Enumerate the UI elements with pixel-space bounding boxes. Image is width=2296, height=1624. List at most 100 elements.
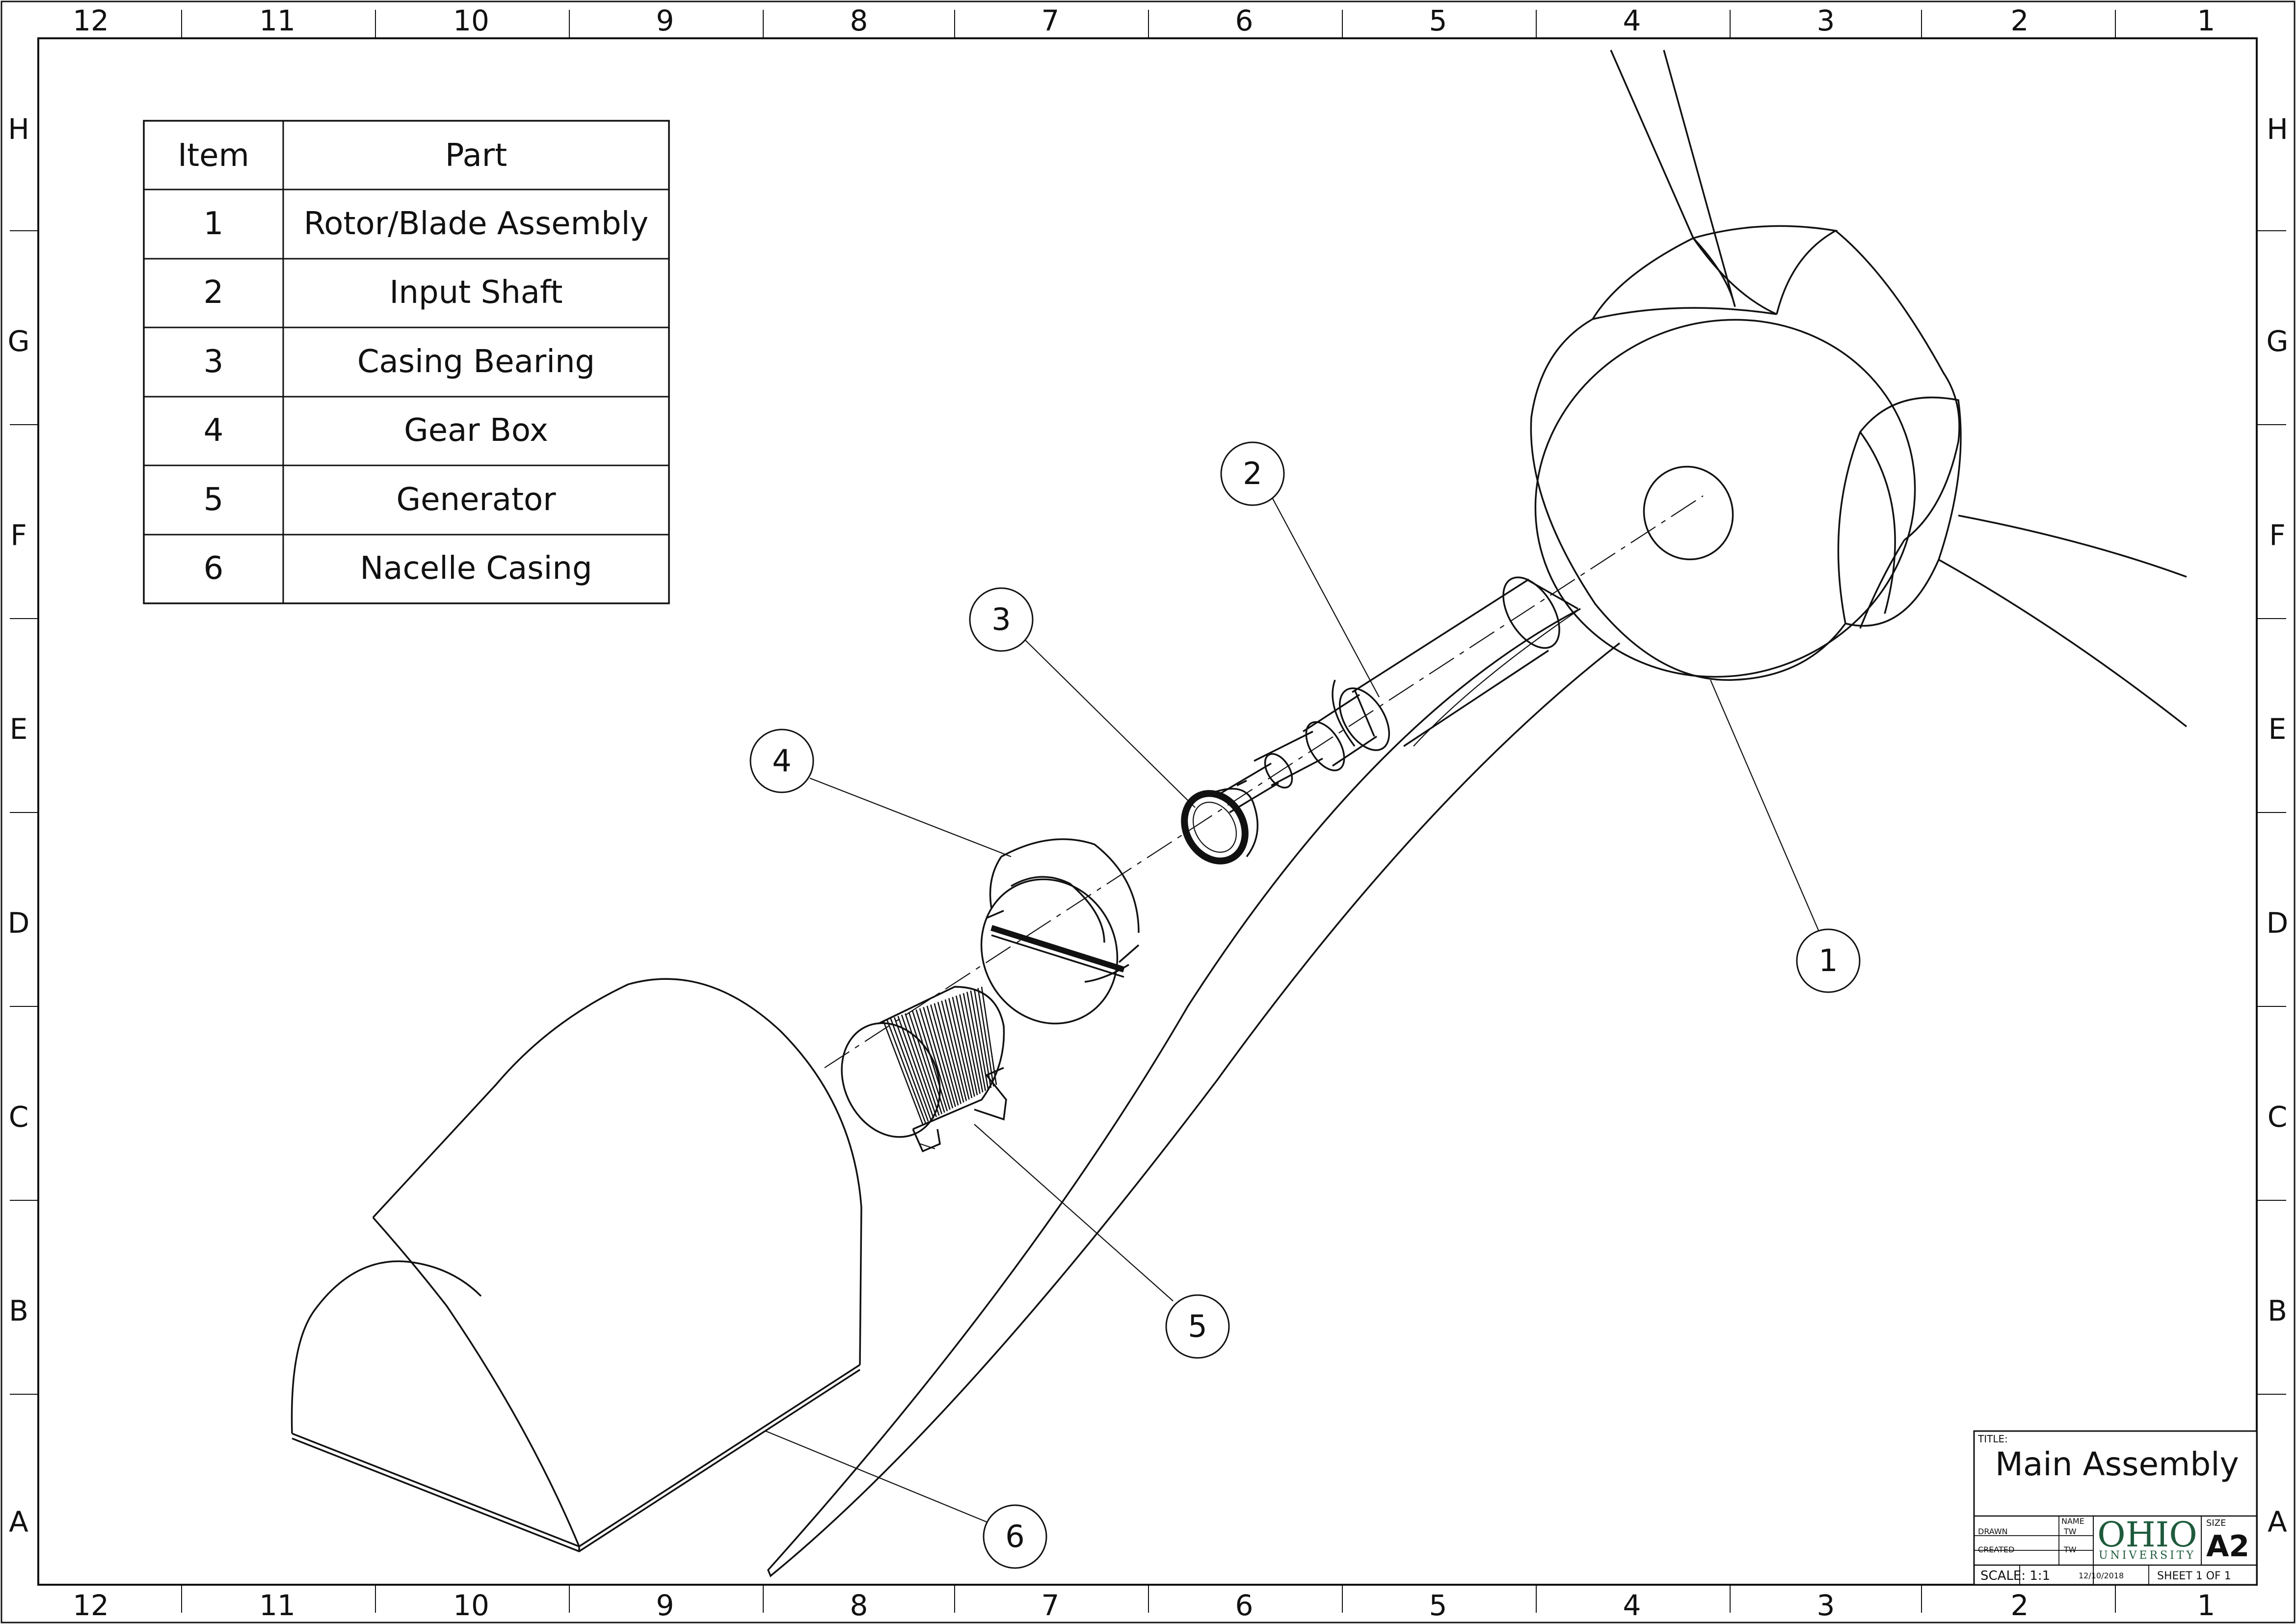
bom-table: Item Part 1 Rotor/Blade Assembly 2 Input… (143, 120, 670, 604)
balloon-2-label: 2 (1243, 456, 1262, 491)
zone-row-label-left: E (10, 712, 28, 746)
rotor-blade-assembly-part (767, 50, 2188, 1577)
drawing-border (37, 37, 2258, 1586)
zone-row-label-right: E (2269, 712, 2287, 746)
name-column-label: NAME (2061, 1516, 2084, 1526)
bom-table-frame (143, 120, 670, 604)
balloon-3-label: 3 (991, 601, 1011, 637)
bom-cell-item: 3 (204, 344, 224, 380)
bom-cell-item: 2 (204, 274, 224, 311)
generator-fin (941, 1001, 967, 1101)
zone-col-label-bottom: 2 (2011, 1589, 2029, 1622)
balloon-2 (1220, 441, 1285, 506)
bom-header-part: Part (445, 137, 507, 174)
zone-col-label-top: 9 (656, 4, 674, 37)
zone-row-label-right: C (2268, 1100, 2288, 1134)
bom-cell-item: 1 (204, 206, 224, 242)
generator-fin (890, 1018, 929, 1122)
sheet-number: SHEET 1 OF 1 (2157, 1570, 2231, 1582)
balloon-5 (1165, 1294, 1230, 1359)
generator-fin (948, 998, 973, 1098)
bom-cell-part: Generator (397, 482, 557, 518)
zone-col-label-top: 2 (2011, 4, 2029, 37)
zone-row-label-right: F (2269, 518, 2285, 552)
drawn-by: TW (2063, 1527, 2077, 1536)
zone-row-label-right: D (2267, 906, 2289, 940)
zone-col-label-top: 4 (1623, 4, 1641, 37)
generator-fin (973, 989, 992, 1088)
sheet-size: A2 (2206, 1529, 2249, 1564)
generator-fin (962, 993, 984, 1093)
callout-balloons: 1 2 3 4 5 6 (749, 441, 1861, 1569)
balloon-1 (1796, 928, 1861, 993)
balloon-6-label: 6 (1005, 1518, 1024, 1554)
zone-row-label-right: H (2267, 112, 2288, 146)
generator-fin (915, 1009, 948, 1111)
balloon-6 (983, 1504, 1047, 1569)
created-label: CREATED (1978, 1545, 2014, 1554)
bom-cell-part: Casing Bearing (357, 344, 595, 380)
zone-col-label-top: 5 (1429, 4, 1447, 37)
scale-text: SCALE: 1:1 (1980, 1569, 2050, 1583)
generator-fin (937, 1001, 964, 1103)
balloon-5-label: 5 (1188, 1308, 1207, 1344)
zone-row-label-left: D (8, 906, 30, 940)
zone-col-label-top: 6 (1235, 4, 1254, 37)
nacelle-casing-part (291, 978, 862, 1552)
generator-fin (886, 1019, 926, 1123)
zone-col-label-bottom: 10 (453, 1589, 489, 1622)
zone-row-label-left: G (8, 325, 30, 358)
bom-cell-item: 6 (204, 550, 224, 587)
zone-row-label-right: G (2267, 325, 2289, 358)
generator-fin (955, 995, 978, 1096)
bom-cell-part: Input Shaft (390, 274, 563, 311)
generator-fin (897, 1016, 934, 1119)
generator-fin (905, 1013, 940, 1116)
zone-col-label-bottom: 8 (850, 1589, 868, 1622)
zone-col-label-bottom: 9 (656, 1589, 674, 1622)
generator-fin (882, 1021, 924, 1125)
bom-header-item: Item (178, 137, 249, 174)
generator-cooling-fins (882, 986, 997, 1125)
generator-fin (977, 988, 994, 1087)
generator-fin (901, 1014, 937, 1117)
zone-row-label-left: C (9, 1100, 29, 1134)
zone-ticks (10, 10, 2286, 1613)
input-shaft-part (1217, 576, 1578, 813)
zone-col-label-top: 12 (73, 4, 109, 37)
column-zone-labels: 12 11 10 9 8 7 6 5 4 3 2 1 12 11 10 9 8 … (73, 4, 2215, 1622)
balloon-4 (749, 729, 814, 793)
zone-row-label-left: H (8, 112, 29, 146)
date-text: 12/10/2018 (2079, 1571, 2124, 1580)
balloon-3 (969, 587, 1034, 652)
zone-col-label-top: 3 (1817, 4, 1835, 37)
generator-fin (930, 1004, 959, 1106)
generator-fin (966, 992, 987, 1091)
bom-cell-part: Rotor/Blade Assembly (304, 206, 649, 242)
row-zone-labels: H G F E D C B A H G F E D C B A (8, 112, 2289, 1539)
casing-bearing-part (1181, 780, 1259, 865)
zone-col-label-bottom: 4 (1623, 1589, 1641, 1622)
generator-fin (981, 986, 997, 1085)
generator-fin (952, 997, 975, 1097)
ohio-logo-sub: UNIVERSITY (2099, 1549, 2196, 1562)
generator-part (841, 986, 1007, 1153)
ohio-logo: OHIO (2097, 1515, 2197, 1555)
generator-fin (893, 1017, 932, 1120)
balloon-4-label: 4 (772, 743, 791, 779)
zone-col-label-top: 1 (2197, 4, 2216, 37)
bom-cell-item: 4 (204, 412, 224, 449)
generator-fin (959, 994, 981, 1094)
generator-fin (970, 990, 989, 1090)
drawing-title: Main Assembly (1995, 1445, 2239, 1483)
zone-col-label-bottom: 7 (1041, 1589, 1060, 1622)
bom-cell-part: Gear Box (404, 412, 548, 449)
zone-col-label-bottom: 5 (1429, 1589, 1447, 1622)
title-block-frame (1973, 1430, 2258, 1586)
generator-fin (926, 1005, 956, 1107)
balloon-1-label: 1 (1818, 943, 1838, 978)
assembly-centerline (824, 495, 1704, 1068)
generator-fin (923, 1007, 954, 1109)
generator-fin (944, 999, 970, 1100)
